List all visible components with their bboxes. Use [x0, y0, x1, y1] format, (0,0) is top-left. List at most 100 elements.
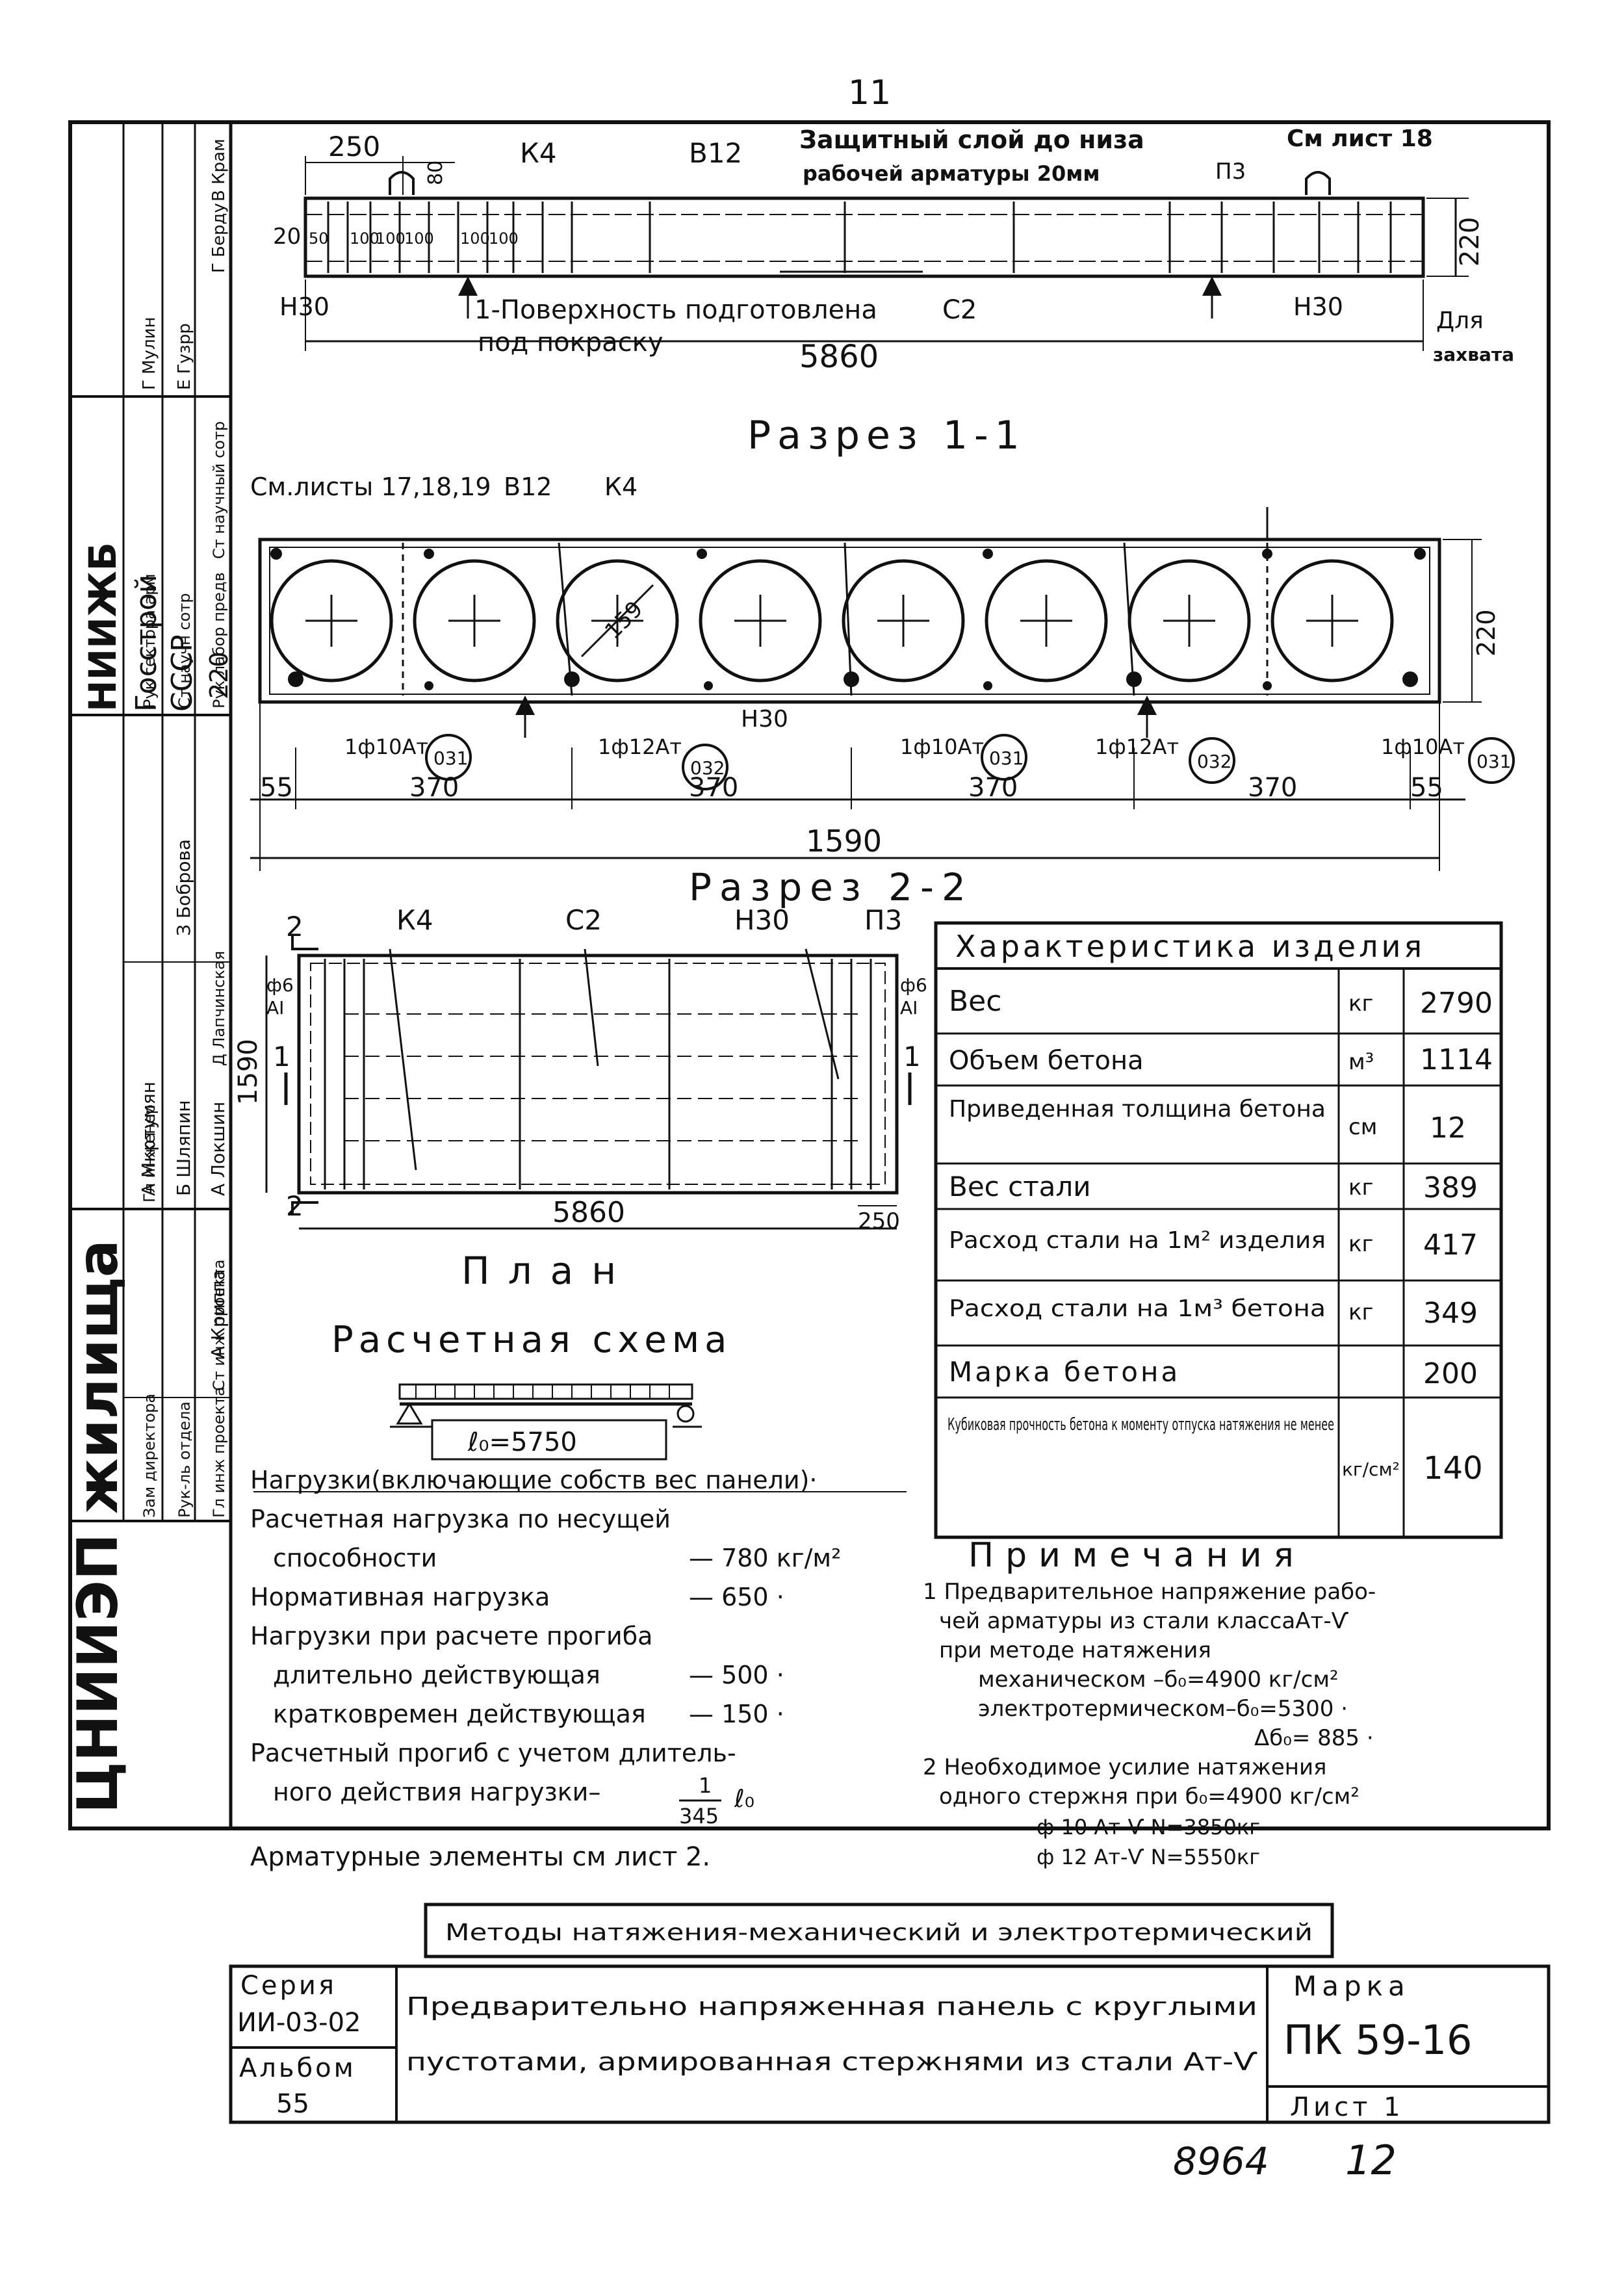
role-8: Рук лабор предв [210, 572, 228, 708]
mark-label: Марка [1293, 1970, 1410, 2002]
loads-line-4: Нормативная нагрузка [250, 1583, 550, 1611]
name-1: А Криппа [207, 1269, 229, 1358]
char-row-2-unit: м³ [1348, 1049, 1374, 1075]
role-1: Зам директора [140, 1394, 159, 1518]
plan-cut-1-left: 1 [273, 1041, 290, 1072]
char-row-8-name: Кубиковая прочность бетона к моменту отп… [947, 1415, 1334, 1435]
plan-dim-5860: 5860 [552, 1196, 625, 1229]
label-c2: С2 [942, 295, 977, 325]
callout-032-b: 032 [1197, 751, 1231, 772]
note-1-b: чей арматуры из стали классаАт-Ѵ [939, 1608, 1349, 1634]
char-row-5-value: 417 [1423, 1228, 1478, 1262]
char-row-1-name: Вес [949, 985, 1001, 1018]
plan-view: 2 2 1 1 ф6 АI ф6 АI К4 С2 Н30 П3 1590 58… [233, 904, 927, 1234]
footer-right-number: 12 [1345, 2137, 1397, 2184]
series-value: ИИ-03-02 [237, 2008, 361, 2038]
mark-value: ПК 59-16 [1283, 2016, 1473, 2064]
s1-void-diameter: 159 [600, 596, 648, 644]
note-1-c: при методе натяжения [939, 1637, 1211, 1663]
char-row-6-value: 349 [1423, 1297, 1478, 1330]
char-row-6-unit: кг [1348, 1299, 1373, 1325]
loads-value-650: — 650 · [689, 1583, 784, 1611]
char-row-2-value: 1114 [1420, 1043, 1493, 1076]
characteristics-title: Характеристика изделия [955, 929, 1425, 964]
note-1-f: Δб₀= 885 · [1254, 1725, 1374, 1751]
loads-line-1: Нагрузки(включающие собств вес панели)· [250, 1466, 817, 1494]
page-number: 11 [848, 73, 891, 112]
surface-note-1: 1-Поверхность подготовлена [474, 295, 877, 325]
char-row-4-value: 389 [1423, 1171, 1478, 1204]
org-sssr: СССР [166, 634, 199, 712]
name-3: Б Шляпин [173, 1100, 194, 1196]
char-row-6-name: Расход стали на 1м³ бетона [949, 1295, 1326, 1322]
s1-label-k4: К4 [604, 473, 638, 501]
char-row-1-value: 2790 [1420, 987, 1493, 1020]
note-1-a: 1 Предварительное напряжение рабо- [923, 1579, 1376, 1605]
bar-4: 1ф12Ат [1095, 734, 1179, 759]
char-row-3-value: 12 [1430, 1112, 1466, 1145]
note-1-e: электротермическом–б₀=5300 · [978, 1696, 1348, 1722]
plan-label-c2: С2 [565, 904, 602, 936]
methods-text: Методы натяжения-механический и электрот… [445, 1919, 1313, 1946]
name-6: З Боброва [173, 839, 194, 936]
plan-cut-2-top: 2 [286, 911, 303, 942]
side-stamp: ЦНИИЭП жилища НИИЖБ Госстрой СССР Зам ди… [66, 122, 231, 1814]
loads-block: Нагрузки(включающие собств вес панели)· … [250, 1466, 907, 1872]
s1-dim-1590: 1590 [806, 824, 882, 859]
loads-value-500: — 500 · [689, 1661, 784, 1689]
bar-2: 1ф12Ат [598, 734, 682, 759]
calc-scheme-title: Расчетная схема [331, 1319, 732, 1361]
see-sheet-18: См лист 18 [1287, 125, 1433, 152]
org-gosstroy: Госстрой [130, 575, 163, 712]
s1-label-v12: В12 [504, 473, 552, 501]
methods-box [424, 1903, 1334, 1958]
role-6: Рук сектора арм [140, 573, 159, 708]
plan-cut-2-bottom: 2 [286, 1190, 303, 1222]
dim-100-e: 100 [489, 229, 519, 248]
album-label: Альбом [239, 2053, 356, 2083]
dim-100-d: 100 [460, 229, 490, 248]
loads-line-6: длительно действующая [273, 1661, 600, 1689]
char-row-2-name: Объем бетона [949, 1046, 1144, 1076]
label-n30-right: Н30 [1293, 292, 1343, 321]
label-n30-left: Н30 [279, 292, 329, 321]
dim-80: 80 [424, 161, 447, 185]
name-4: А Локшин [207, 1102, 229, 1196]
note-2-a: 2 Необходимое усилие натяжения [923, 1754, 1327, 1780]
surface-note-2: под покраску [478, 328, 664, 358]
description-line-1: Предварительно напряженная панель с круг… [406, 1992, 1257, 2021]
plan-title: План [461, 1249, 634, 1293]
s1-dim-220: 220 [205, 651, 233, 699]
deflection-span: ℓ₀ [734, 1784, 754, 1813]
loads-line-3: способности [273, 1544, 437, 1572]
char-row-1-unit: кг [1348, 991, 1373, 1017]
name-2: А Мкртумян [138, 1082, 159, 1196]
org-niizhb: НИИЖБ [81, 542, 125, 712]
calc-span: ℓ₀=5750 [467, 1427, 577, 1457]
label-v12: В12 [689, 137, 742, 169]
note-2-d: ф 12 Ат-Ѵ N=5550кг [1037, 1845, 1260, 1869]
grip-note-1: Для [1436, 307, 1484, 334]
plan-dim-250: 250 [858, 1208, 900, 1234]
loads-line-2: Расчетная нагрузка по несущей [250, 1505, 671, 1533]
calc-scheme: ℓ₀=5750 [390, 1383, 702, 1461]
notes-block: Примечания 1 Предварительное напряжение … [923, 1536, 1376, 1869]
char-row-5-name: Расход стали на 1м² изделия [949, 1227, 1326, 1254]
title-block: Серия ИИ-03-02 Альбом 55 Предварительно … [229, 1964, 1551, 2124]
s1-dim-370-b: 370 [689, 773, 738, 803]
dim-100-c: 100 [404, 229, 434, 248]
bar-5: 1ф10Ат [1381, 734, 1465, 759]
s1-label-n30: Н30 [741, 706, 788, 733]
dim-250: 250 [328, 131, 380, 162]
plan-phi6-left: ф6 [266, 974, 294, 996]
char-row-3-unit: см [1348, 1114, 1377, 1140]
plan-label-p3: П3 [864, 904, 902, 936]
label-k4: К4 [520, 137, 557, 169]
dim-220: 220 [1455, 217, 1485, 266]
name-9: Г Берду [209, 203, 229, 273]
loads-line-10: Арматурные элементы см лист 2. [250, 1842, 710, 1872]
grip-note-2: захвата [1433, 344, 1514, 365]
role-4: Ст инж проекта [210, 1260, 228, 1391]
dim-5860: 5860 [799, 339, 879, 375]
